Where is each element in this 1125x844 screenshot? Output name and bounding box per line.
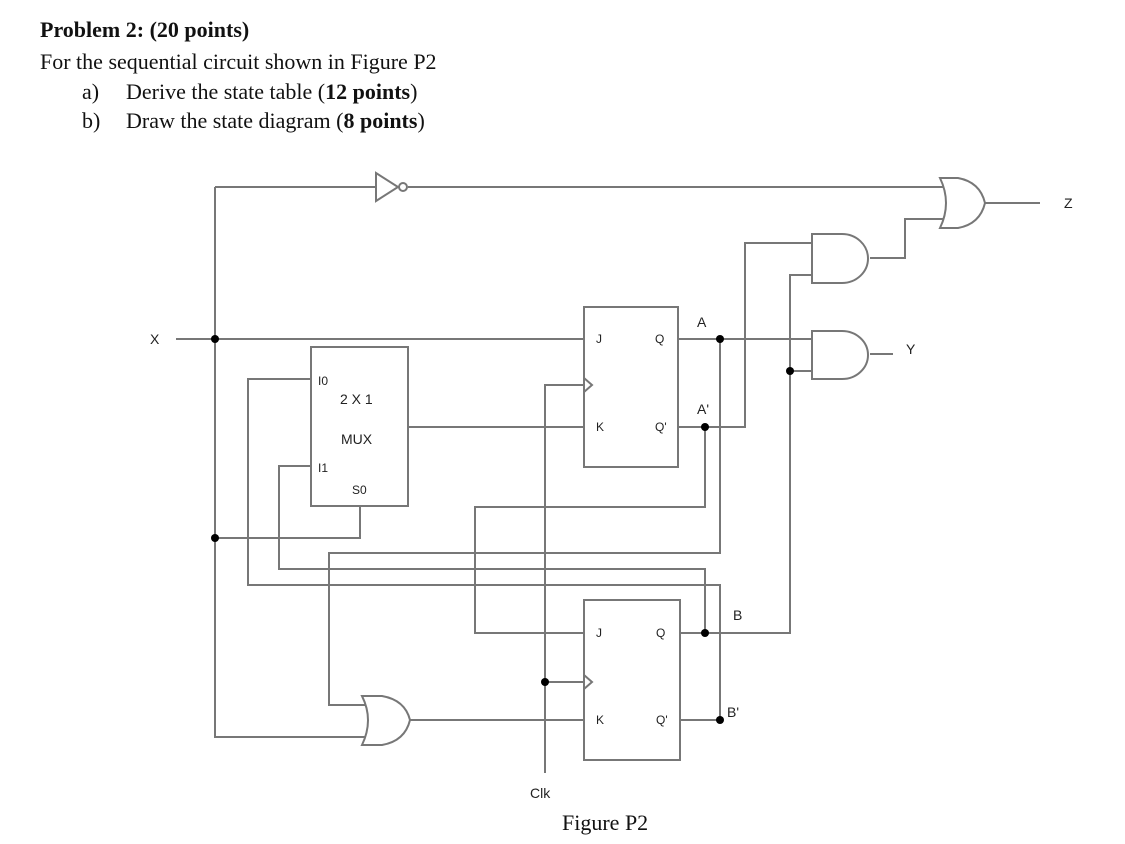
junction-dot (786, 367, 794, 375)
junctions (211, 335, 794, 724)
label-a: A (697, 314, 707, 330)
mux-i1-label: I1 (318, 461, 328, 475)
wire-a-to-or (328, 339, 721, 706)
or-gate-z (938, 177, 987, 229)
wire-clock (544, 384, 584, 773)
junction-dot (211, 534, 219, 542)
junction-dot (701, 423, 709, 431)
clock-triangle-icon (583, 377, 594, 393)
part-points: 8 points (343, 108, 418, 133)
part-text: Draw the state diagram ( (126, 108, 344, 133)
wire-x-to-s0 (215, 506, 361, 539)
part-label: a) (82, 79, 100, 104)
ffb-q: Q (656, 626, 665, 640)
flip-flop-a (583, 306, 679, 468)
wire-an-to-and1 (677, 242, 812, 428)
wire-b-to-i1 (278, 465, 706, 633)
part-a: a) Derive the state table (12 points) (82, 78, 417, 106)
label-b: B (733, 607, 742, 623)
wires (176, 186, 1040, 773)
mux-subtitle: MUX (341, 431, 373, 447)
label-y: Y (906, 341, 916, 357)
part-label: b) (82, 108, 101, 133)
title-text: Problem 2: (40, 17, 145, 42)
wire-b-to-and1 (680, 274, 812, 634)
label-x: X (150, 331, 160, 347)
mux-title: 2 X 1 (340, 391, 373, 407)
ffb-k: K (596, 713, 604, 727)
ffa-j: J (596, 332, 602, 346)
mux-s0-label: S0 (352, 483, 367, 497)
label-b-not: B' (727, 704, 739, 720)
clock-triangle-icon (583, 674, 594, 690)
and-gate-1 (811, 233, 869, 284)
junction-dot (211, 335, 219, 343)
or-gate-kb (360, 695, 412, 746)
not-gate (375, 171, 408, 203)
ffb-qn: Q' (656, 713, 668, 727)
mux-box (310, 346, 409, 507)
junction-dot (541, 678, 549, 686)
part-points: 12 points (325, 79, 411, 104)
part-close: ) (417, 108, 425, 133)
junction-dot (701, 629, 709, 637)
ffa-k: K (596, 420, 604, 434)
title-points: (20 points) (149, 17, 250, 42)
problem-title: Problem 2: (20 points) (40, 16, 249, 44)
label-z: Z (1064, 195, 1073, 211)
wire-and1-to-or (870, 218, 945, 259)
label-a-not: A' (697, 401, 709, 417)
part-close: ) (410, 79, 418, 104)
flip-flop-b (583, 599, 681, 761)
part-text: Derive the state table ( (126, 79, 326, 104)
and-gate-2 (811, 330, 869, 380)
part-b: b) Draw the state diagram (8 points) (82, 107, 425, 135)
problem-intro: For the sequential circuit shown in Figu… (40, 49, 437, 74)
wire-bn-to-i0 (247, 378, 721, 720)
wire-x-bus (214, 187, 368, 738)
label-clk: Clk (530, 785, 551, 801)
junction-dot (716, 716, 724, 724)
wire-an-to-jb (474, 427, 706, 634)
ffb-j: J (596, 626, 602, 640)
figure-caption: Figure P2 (562, 810, 649, 835)
junction-dot (716, 335, 724, 343)
mux-i0-label: I0 (318, 374, 328, 388)
ffa-qn: Q' (655, 420, 667, 434)
ffa-q: Q (655, 332, 664, 346)
